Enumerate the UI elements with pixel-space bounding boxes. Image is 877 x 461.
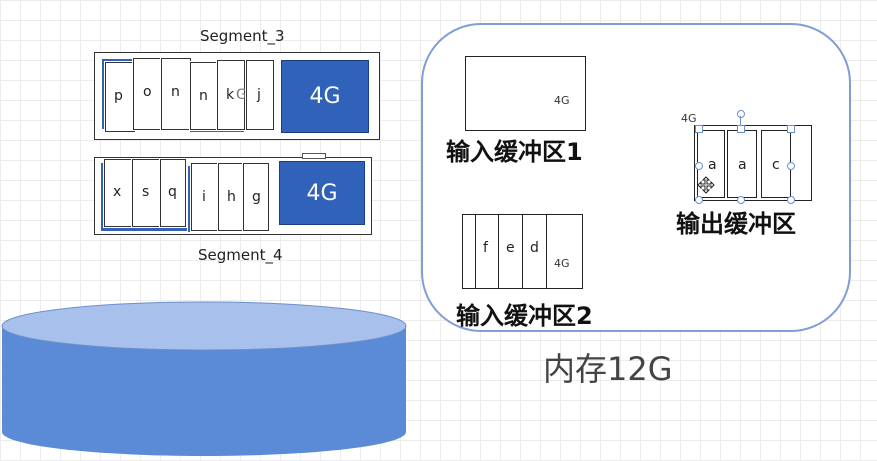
resize-handle[interactable] (787, 162, 795, 170)
cell-letter: p (114, 88, 123, 104)
resize-handle[interactable] (737, 125, 745, 133)
segment-3-4g-block[interactable]: 4G (281, 60, 369, 133)
input-buffer-2[interactable]: f e d 4G (462, 214, 583, 289)
cell-letter: a (738, 157, 747, 173)
resize-handle[interactable] (695, 162, 703, 170)
cell-letter: k (226, 87, 235, 103)
buffer-cell (462, 214, 476, 289)
segment-3-card[interactable]: n (161, 58, 191, 130)
segment-4-tab (302, 153, 326, 159)
cell-letter: g (252, 189, 261, 205)
cell-letter: h (227, 189, 236, 205)
buffer-cell: a (727, 130, 757, 198)
segment-3-card[interactable]: p (105, 62, 135, 132)
segment-3-card[interactable]: o (133, 58, 163, 130)
output-buffer-title: 输出缓冲区 (676, 210, 796, 238)
move-cursor-icon (697, 176, 715, 194)
segment-4-4g-block[interactable]: 4G (279, 161, 365, 225)
segment-4-card[interactable]: q (160, 159, 186, 227)
cell-letter: d (530, 240, 539, 256)
segment-3-card[interactable]: n (190, 62, 218, 130)
partial-glyph: G (236, 87, 247, 103)
buffer-cell: e (499, 214, 523, 289)
segment-4-card[interactable]: x (104, 159, 132, 227)
resize-handle[interactable] (787, 196, 795, 204)
resize-handle[interactable] (787, 125, 795, 133)
segment-4-card[interactable]: g (243, 163, 269, 231)
segment-4-card[interactable]: s (132, 159, 160, 227)
segment-4-label: Segment_4 (198, 246, 283, 264)
buffer-cell: f (475, 214, 499, 289)
segment-4-card[interactable]: h (218, 163, 244, 231)
segment-3-label: Segment_3 (200, 27, 285, 45)
resize-handle[interactable] (695, 196, 703, 204)
input-buffer-1-title: 输入缓冲区1 (446, 138, 583, 166)
cell-letter: q (168, 184, 177, 200)
rotate-handle[interactable] (737, 110, 745, 118)
size-label: 4G (554, 94, 570, 107)
input-buffer-2-title: 输入缓冲区2 (456, 302, 593, 330)
cell-letter: s (142, 184, 150, 200)
cell-letter: e (506, 240, 515, 256)
buffer-cell: d (523, 214, 547, 289)
cell-letter: j (257, 87, 261, 103)
cell-letter: f (483, 240, 488, 256)
disk-cylinder (1, 301, 407, 456)
cell-letter: n (171, 84, 180, 100)
input-buffer-1[interactable]: 4G (465, 56, 586, 131)
cell-letter: x (113, 184, 122, 200)
output-buffer-size-label: 4G (681, 112, 697, 125)
resize-handle[interactable] (695, 125, 703, 133)
segment-4-card[interactable]: i (191, 163, 219, 231)
cell-letter: o (143, 84, 152, 100)
size-label: 4G (554, 257, 570, 270)
cell-letter: a (708, 157, 717, 173)
resize-handle[interactable] (737, 196, 745, 204)
cell-letter: n (199, 88, 208, 104)
memory-title: 内存12G (543, 350, 673, 388)
segment-3-card[interactable]: k G (217, 60, 247, 130)
cell-letter: c (772, 157, 780, 173)
cell-letter: i (202, 189, 206, 205)
rotate-handle-stem (740, 116, 741, 128)
segment-3-card[interactable]: j (246, 60, 274, 130)
